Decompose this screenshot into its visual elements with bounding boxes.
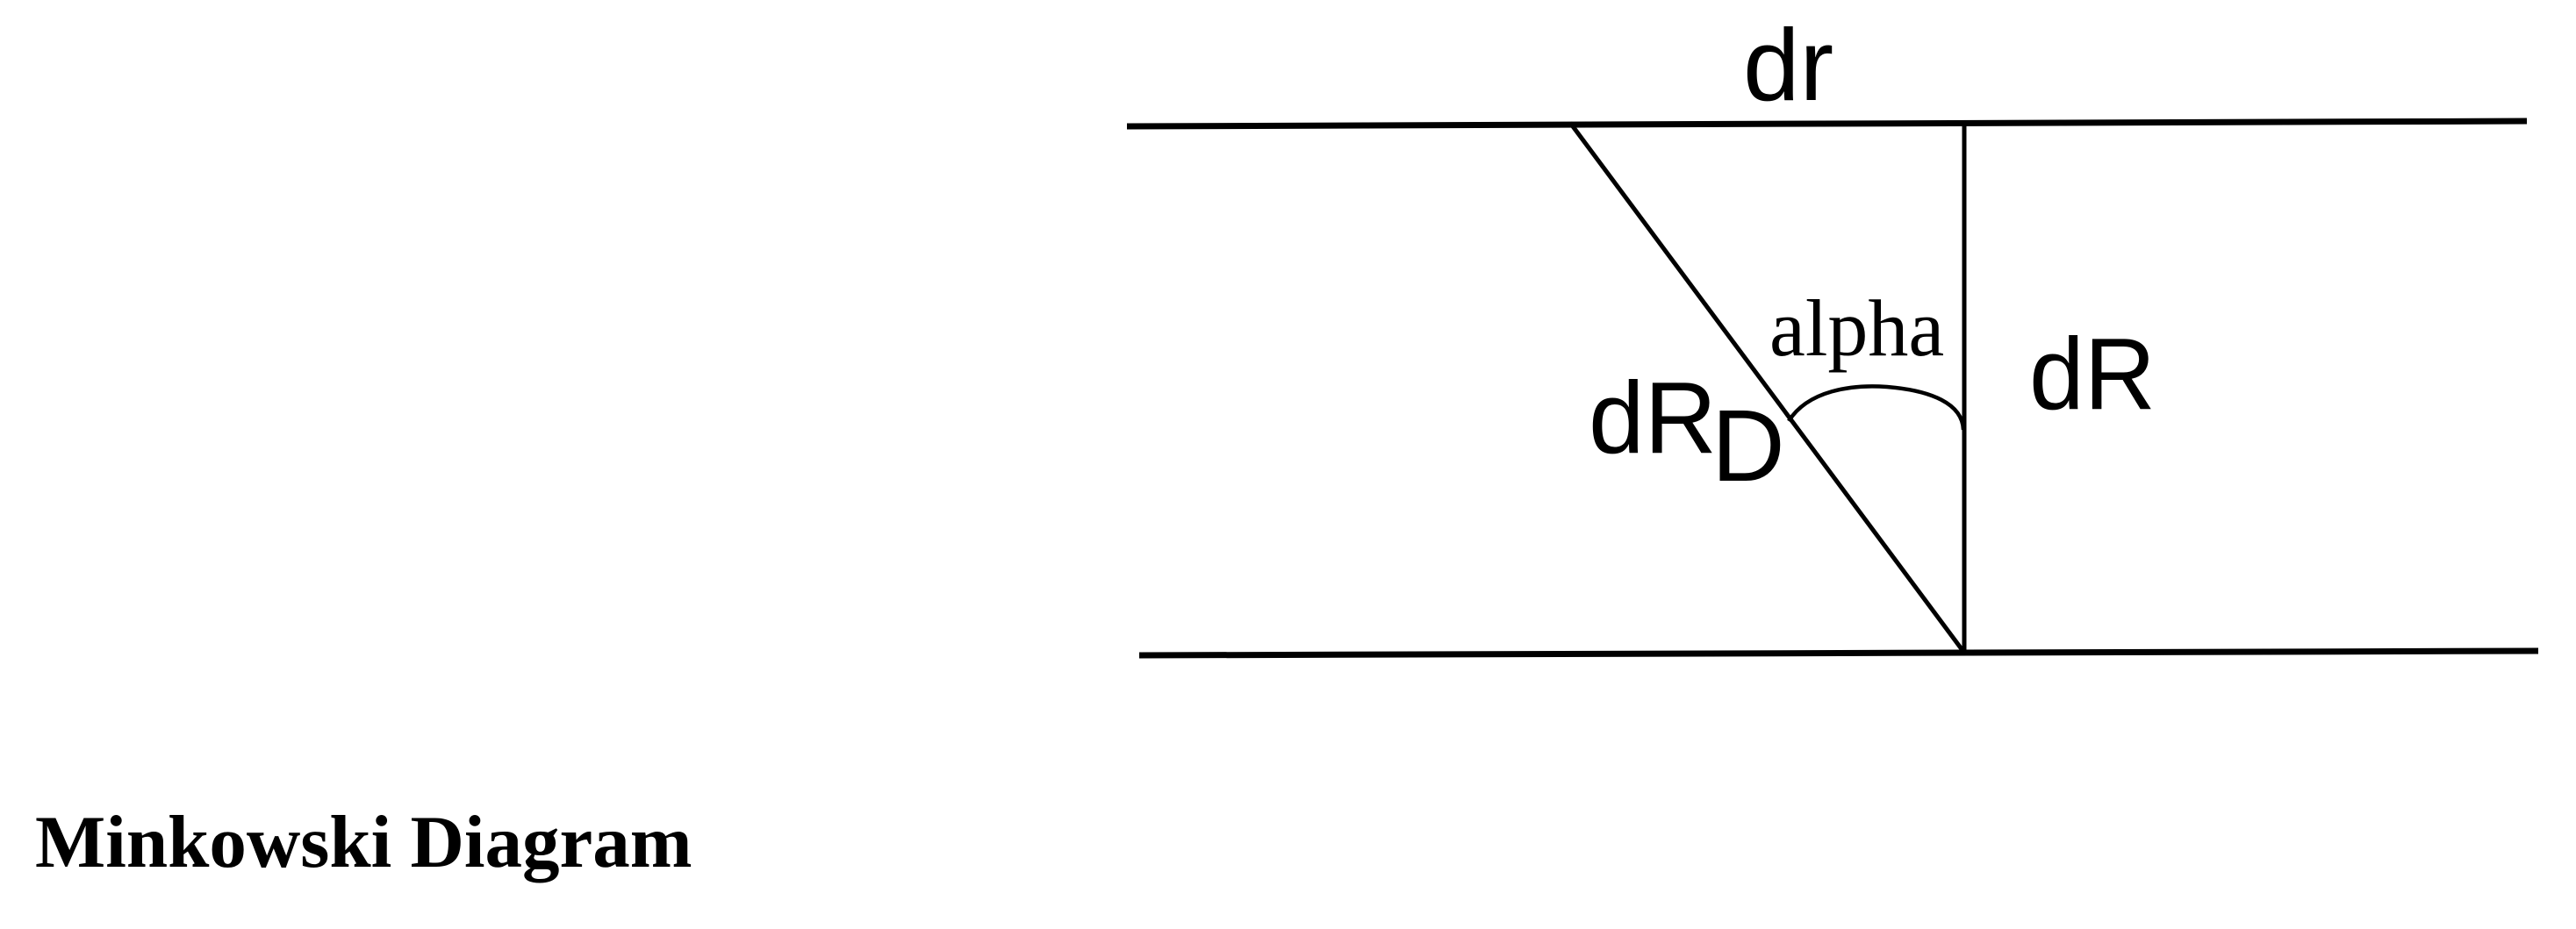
diagonal-line: [1568, 121, 1967, 654]
label-subscript-D: D: [1711, 389, 1785, 503]
label-alpha: alpha: [1769, 283, 1944, 373]
angle-arc: [1787, 384, 1966, 431]
top-horizontal-line: [1126, 118, 2528, 130]
bottom-horizontal-line: [1138, 647, 2539, 659]
label-dR-right: dR: [2029, 317, 2156, 431]
diagram-caption: Minkowski Diagram: [35, 801, 692, 883]
label-dr: dr: [1743, 8, 1833, 122]
label-dR-diagonal: dR: [1589, 361, 1717, 475]
